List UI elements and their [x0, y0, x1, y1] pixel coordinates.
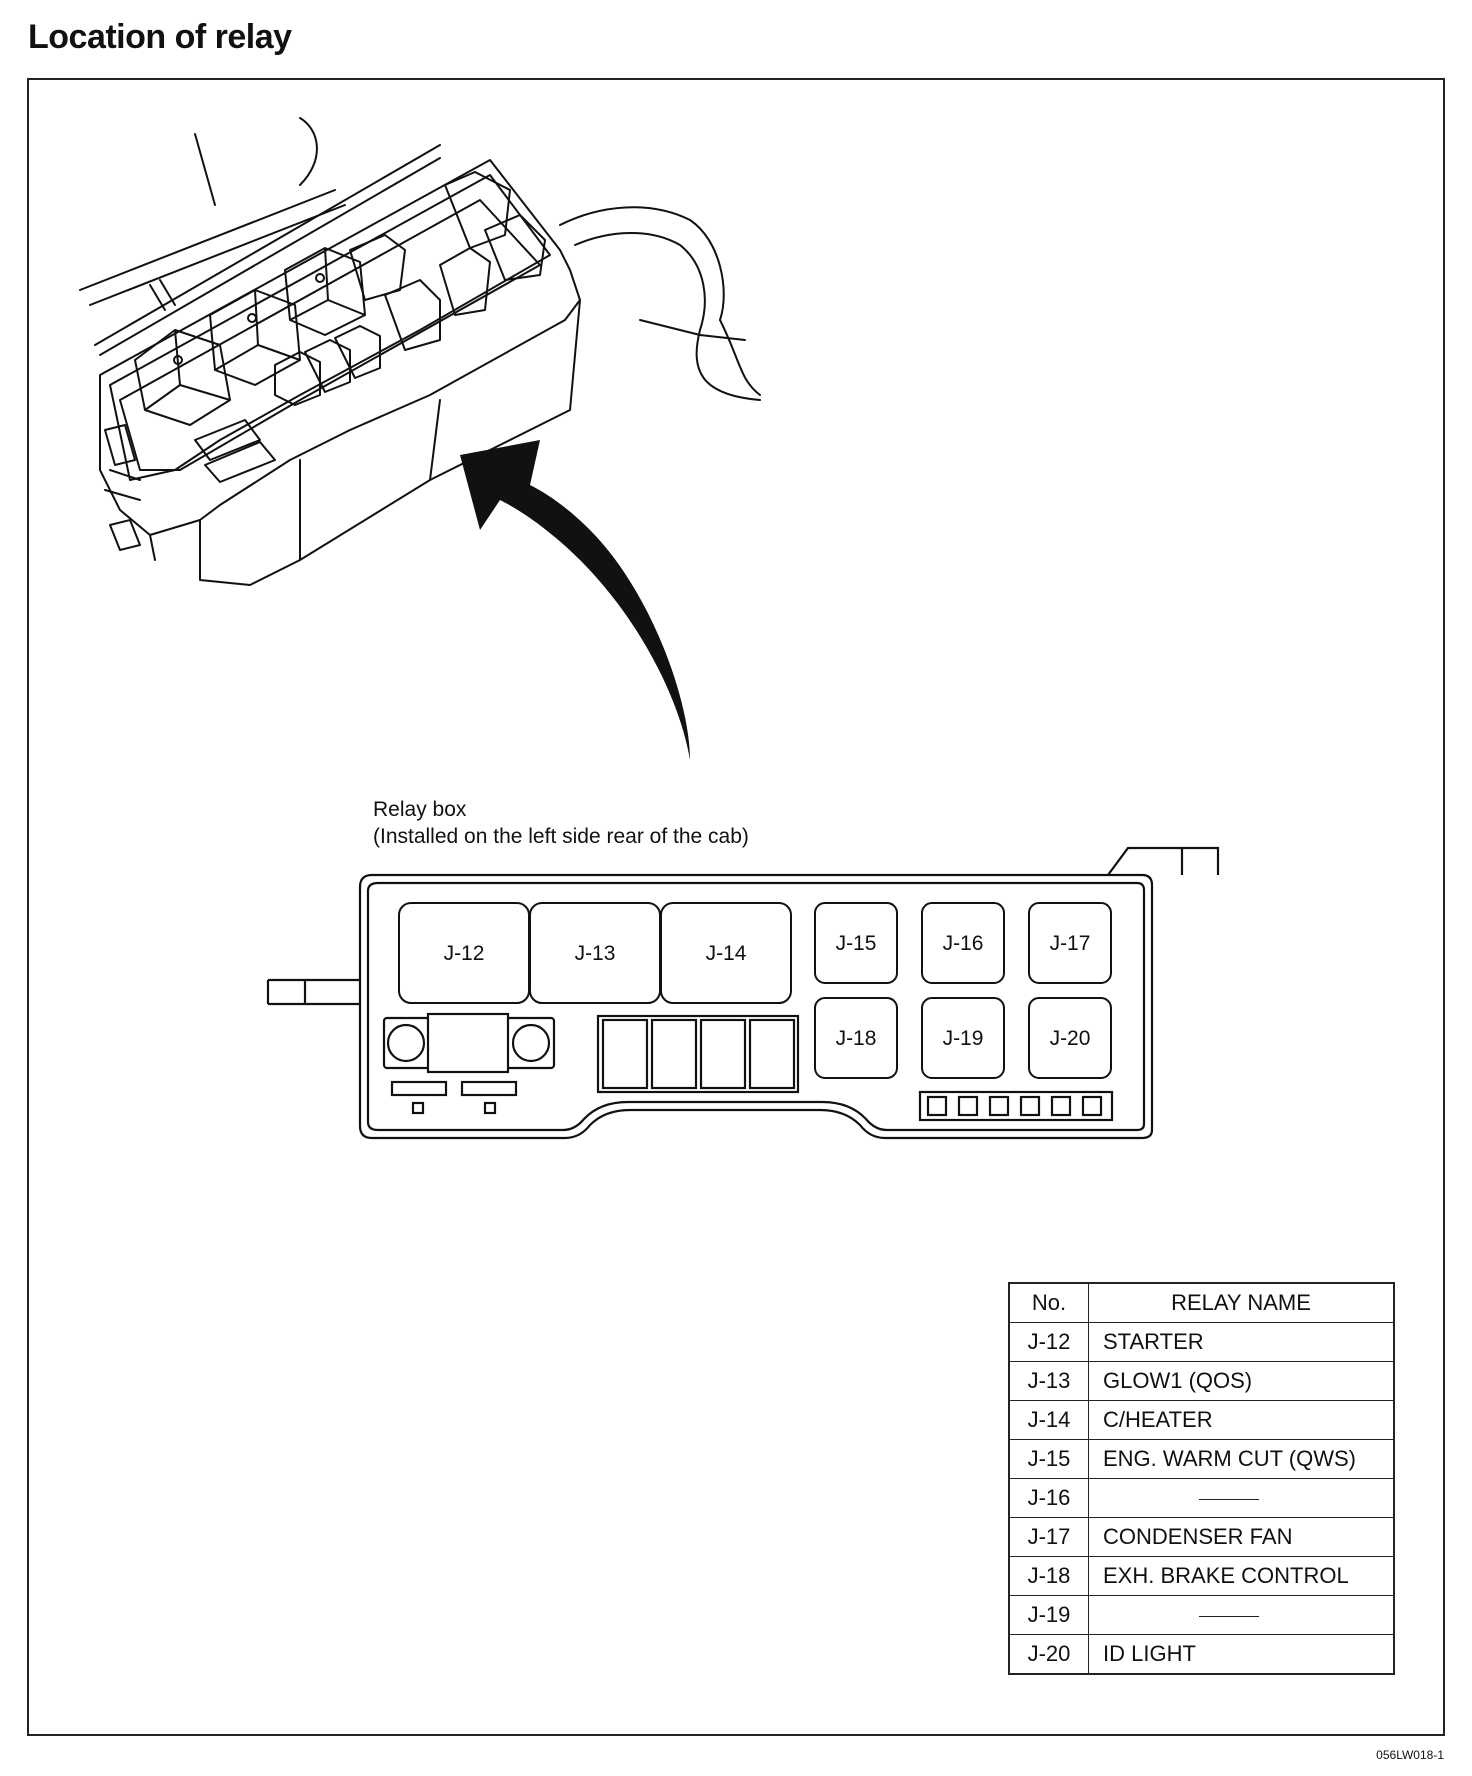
slot-j16-label: J-16: [943, 932, 984, 955]
relay-box-caption: Relay box (Installed on the left side re…: [373, 796, 749, 850]
row-no: J-18: [1008, 1556, 1089, 1596]
header-no: No.: [1008, 1282, 1089, 1323]
row-no: J-12: [1008, 1322, 1089, 1362]
header-relay-name: RELAY NAME: [1088, 1282, 1395, 1323]
row-relay-name: STARTER: [1088, 1322, 1395, 1362]
caption-line-1: Relay box: [373, 798, 467, 821]
slot-j17-label: J-17: [1050, 932, 1091, 955]
caption-line-2: (Installed on the left side rear of the …: [373, 825, 749, 848]
slot-j12-label: J-12: [444, 942, 485, 965]
row-relay-name-blank: [1088, 1478, 1395, 1518]
slot-j19-label: J-19: [943, 1027, 984, 1050]
row-no: J-13: [1008, 1361, 1089, 1401]
row-no: J-14: [1008, 1400, 1089, 1440]
row-no: J-20: [1008, 1634, 1089, 1675]
row-no: J-16: [1008, 1478, 1089, 1518]
row-no: J-15: [1008, 1439, 1089, 1479]
diagram-frame: [27, 78, 1445, 1736]
table-row: J-19: [1008, 1595, 1395, 1635]
row-relay-name: C/HEATER: [1088, 1400, 1395, 1440]
blank-dash: [1199, 1615, 1259, 1617]
row-relay-name-blank: [1088, 1595, 1395, 1635]
slot-j20-label: J-20: [1050, 1027, 1091, 1050]
row-relay-name: EXH. BRAKE CONTROL: [1088, 1556, 1395, 1596]
row-relay-name: GLOW1 (QOS): [1088, 1361, 1395, 1401]
reference-code: 056LW018-1: [1376, 1748, 1444, 1762]
table-header-row: No. RELAY NAME: [1008, 1282, 1395, 1323]
table-row: J-16: [1008, 1478, 1395, 1518]
row-no: J-17: [1008, 1517, 1089, 1557]
row-relay-name: ID LIGHT: [1088, 1634, 1395, 1675]
row-relay-name: ENG. WARM CUT (QWS): [1088, 1439, 1395, 1479]
slot-j18-label: J-18: [836, 1027, 877, 1050]
slot-j15-label: J-15: [836, 932, 877, 955]
page-title: Location of relay: [28, 18, 292, 56]
row-no: J-19: [1008, 1595, 1089, 1635]
row-relay-name: CONDENSER FAN: [1088, 1517, 1395, 1557]
blank-dash: [1199, 1498, 1259, 1500]
slot-j13-label: J-13: [575, 942, 616, 965]
slot-j14-label: J-14: [706, 942, 747, 965]
